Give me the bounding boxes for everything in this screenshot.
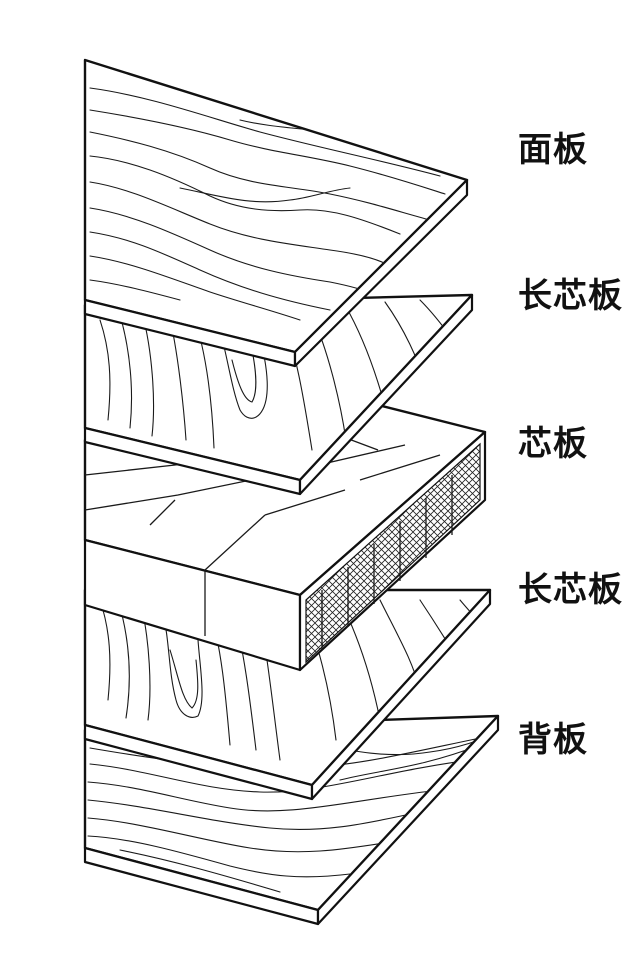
core-board (83, 403, 487, 672)
label-long-core-board-upper: 长芯板 (518, 276, 623, 316)
core-board-honeycomb-edge (305, 442, 481, 664)
label-face-board: 面板 (518, 130, 588, 170)
label-back-board: 背板 (518, 720, 588, 760)
label-long-core-board-lower: 长芯板 (518, 570, 623, 610)
label-core-board: 芯板 (518, 424, 588, 464)
face-board-grain (89, 87, 463, 321)
core-board-edge-dividers (321, 475, 453, 650)
long-core-board-upper (83, 293, 474, 496)
face-board (83, 58, 469, 368)
